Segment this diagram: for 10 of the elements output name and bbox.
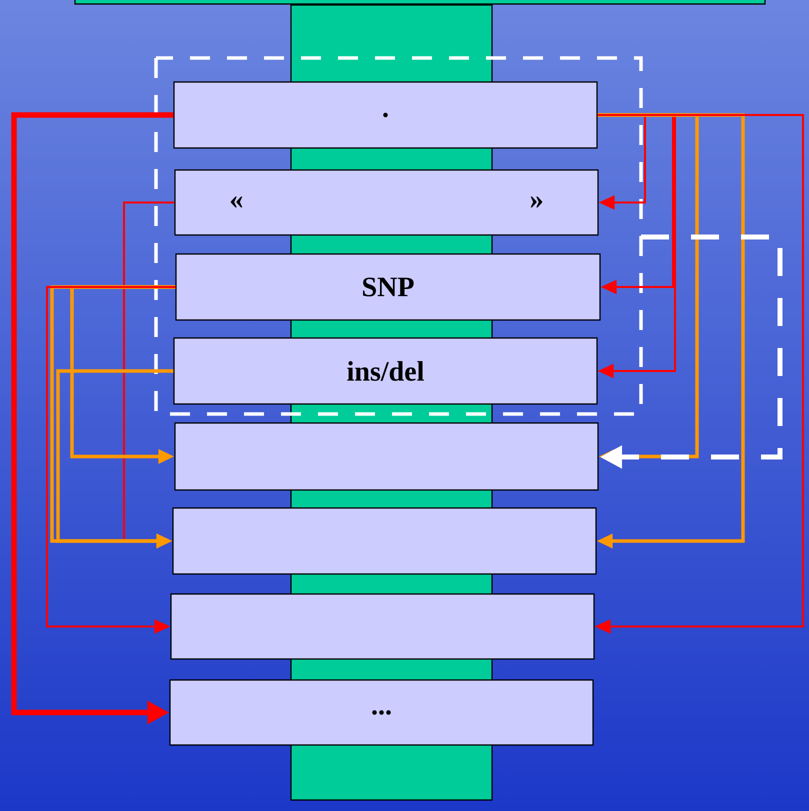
process-box: ... — [169, 679, 594, 746]
arrow — [598, 114, 676, 378]
arrow — [598, 114, 646, 210]
process-box: « » — [174, 169, 599, 236]
empty-box — [172, 507, 597, 575]
empty-box — [174, 422, 599, 491]
process-box: . — [173, 81, 598, 149]
process-box: SNP — [175, 253, 601, 321]
process-box: ins/del — [173, 337, 598, 405]
empty-box — [170, 593, 595, 660]
